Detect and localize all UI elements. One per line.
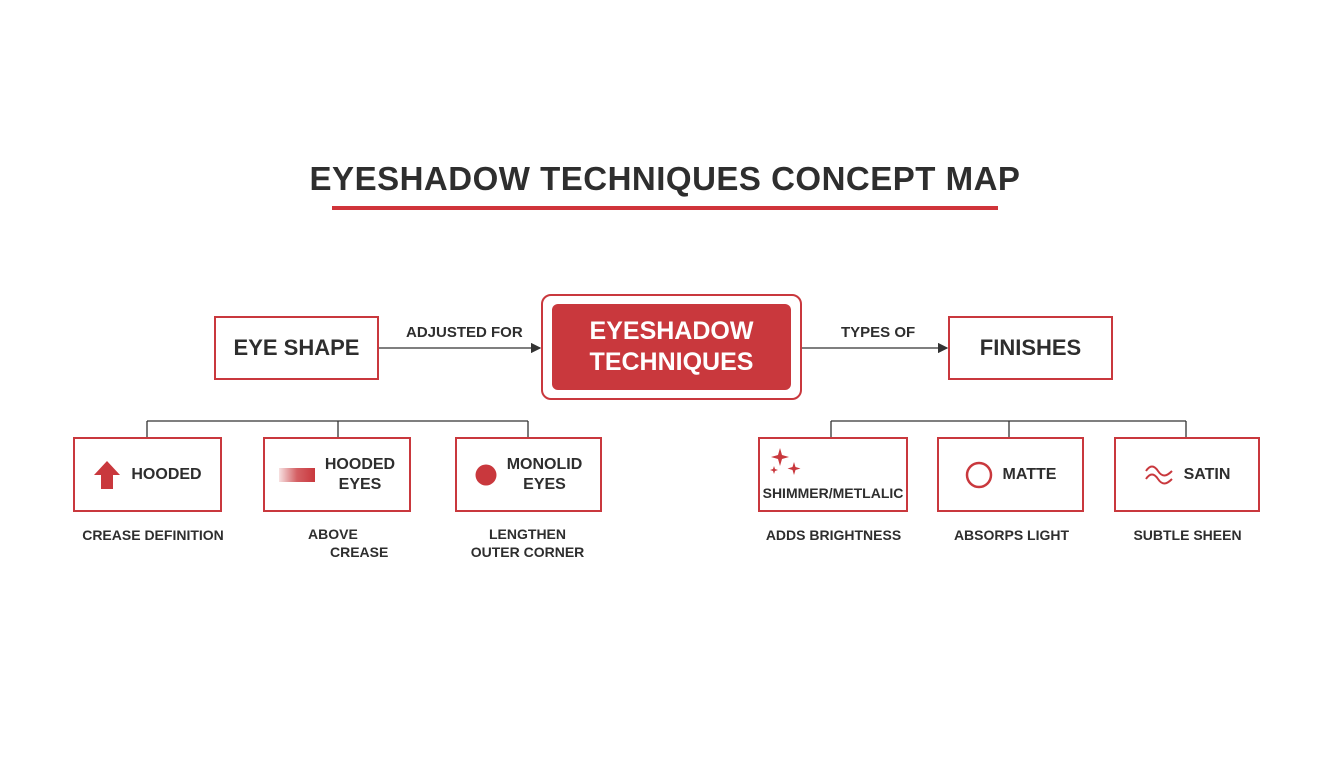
types-of-link-label: TYPES OF bbox=[841, 324, 916, 341]
matte-node[interactable]: MATTE bbox=[937, 437, 1084, 512]
gradient-bar-icon bbox=[278, 467, 315, 482]
eye-shape-tree-lines bbox=[146, 420, 529, 437]
satin-node[interactable]: SATIN bbox=[1114, 437, 1260, 512]
arrow-up-icon bbox=[94, 460, 121, 489]
shimmer-metallic-node[interactable]: SHIMMER/METLALIC bbox=[758, 437, 908, 512]
satin-label: SATIN bbox=[1183, 465, 1231, 483]
finishes-node[interactable]: FINISHES bbox=[948, 316, 1113, 380]
matte-label: MATTE bbox=[1002, 465, 1057, 483]
shimmer-metallic-label: SHIMMER/METLALIC bbox=[762, 485, 904, 501]
monolid-eyes-description-line1: LENGTHEN bbox=[489, 526, 566, 542]
finishes-label: FINISHES bbox=[979, 335, 1082, 360]
center-label-line2: TECHNIQUES bbox=[589, 348, 754, 376]
page-title: EYESHADOW TECHNIQUES CONCEPT MAP bbox=[309, 160, 1021, 197]
ring-icon bbox=[965, 461, 992, 488]
filled-circle-icon bbox=[475, 464, 497, 485]
hooded-eyes-node[interactable]: HOODED EYES bbox=[263, 437, 411, 512]
hooded-label: HOODED bbox=[131, 465, 202, 483]
hooded-eyes-description-line2: CREASE bbox=[330, 544, 389, 560]
monolid-eyes-label-line2: EYES bbox=[523, 475, 566, 493]
finishes-tree-lines bbox=[830, 420, 1187, 437]
monolid-eyes-label-line1: MONOLID bbox=[506, 455, 583, 473]
hooded-eyes-label-line1: HOODED bbox=[324, 455, 396, 473]
center-label-line1: EYESHADOW bbox=[589, 317, 754, 345]
center-node[interactable]: EYESHADOW TECHNIQUES bbox=[552, 304, 791, 390]
hooded-description: CREASE DEFINITION bbox=[82, 527, 224, 543]
monolid-eyes-node[interactable]: MONOLID EYES bbox=[455, 437, 602, 512]
wave-icon bbox=[1144, 465, 1173, 484]
matte-description: ABSORPS LIGHT bbox=[953, 527, 1070, 543]
hooded-eyes-label-line2: EYES bbox=[338, 475, 382, 493]
satin-description: SUBTLE SHEEN bbox=[1133, 527, 1242, 543]
eye-shape-node[interactable]: EYE SHAPE bbox=[214, 316, 379, 380]
shimmer-metallic-description: ADDS BRIGHTNESS bbox=[765, 527, 902, 543]
hooded-eyes-description-line1: ABOVE bbox=[308, 526, 358, 542]
adjusted-for-link-label: ADJUSTED FOR bbox=[406, 324, 523, 341]
sparkle-icon bbox=[770, 448, 801, 475]
hooded-node[interactable]: HOODED bbox=[73, 437, 222, 512]
monolid-eyes-description-line2: OUTER CORNER bbox=[470, 544, 585, 560]
title-underline bbox=[332, 206, 998, 210]
eye-shape-label: EYE SHAPE bbox=[233, 335, 360, 360]
